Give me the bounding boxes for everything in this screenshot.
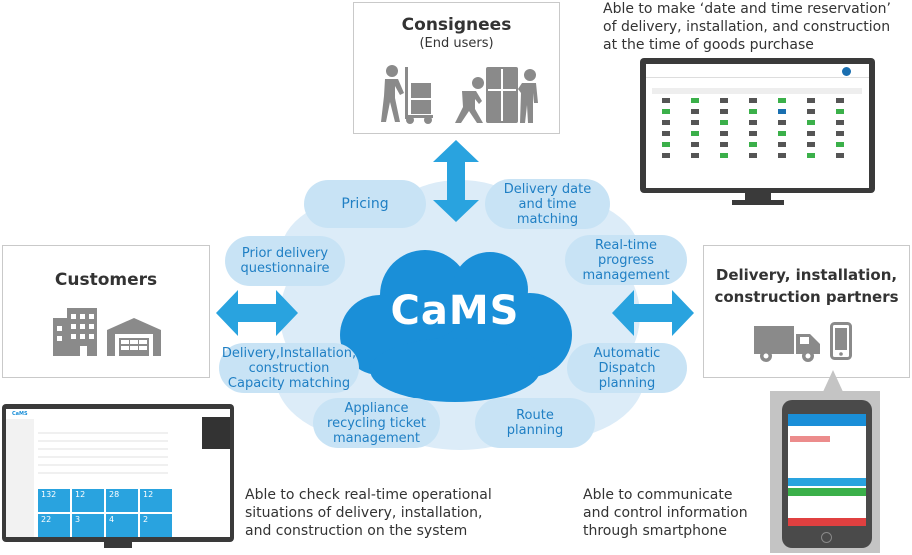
- calendar-slot: [749, 153, 757, 158]
- calendar-slot: [720, 109, 728, 114]
- warehouse-icon: [107, 318, 161, 356]
- function-automatic-dispatch: Automatic Dispatch planning: [567, 343, 687, 393]
- calendar-slot: [836, 131, 844, 136]
- calendar-slot: [807, 131, 815, 136]
- customers-box: Customers: [2, 245, 210, 378]
- function-delivery-date-matching: Delivery date and time matching: [485, 179, 610, 229]
- smartphone-icon: [830, 322, 852, 360]
- calendar-slot: [691, 109, 699, 114]
- calendar-slot: [662, 142, 670, 147]
- calendar-slot: [778, 98, 786, 103]
- function-route-planning: Route planning: [475, 398, 595, 448]
- calendar-slot: [720, 131, 728, 136]
- calendar-slot: [836, 120, 844, 125]
- customers-arrow: [216, 290, 298, 336]
- partners-title: Delivery, installation, construction par…: [714, 266, 899, 306]
- calendar-slot: [720, 98, 728, 103]
- calendar-slot: [720, 153, 728, 158]
- calendar-slot: [807, 120, 815, 125]
- consignees-arrow: [433, 140, 479, 222]
- truck-icon: [754, 326, 820, 362]
- calendar-slot: [749, 98, 757, 103]
- calendar-slot: [691, 120, 699, 125]
- dashboard-screen: CaMS 132 12 28 12 22 3 4 2: [6, 409, 230, 537]
- function-prior-delivery-questionnaire: Prior delivery questionnaire: [225, 236, 345, 286]
- calendar-slot: [778, 120, 786, 125]
- calendar-slot: [662, 131, 670, 136]
- function-realtime-progress: Real-time progress management: [565, 235, 687, 285]
- cams-cloud: [340, 250, 572, 402]
- calendar-slot: [778, 109, 786, 114]
- calendar-slot: [720, 142, 728, 147]
- dashboard-logo: CaMS: [12, 411, 28, 417]
- calendar-slot: [807, 142, 815, 147]
- smartphone-screen: [788, 414, 866, 526]
- caption-operational: Able to check real-time operational situ…: [245, 487, 492, 539]
- consignees-box: Consignees (End users): [353, 2, 560, 134]
- calendar-slot: [691, 153, 699, 158]
- status-tile[interactable]: 2: [140, 514, 172, 537]
- calendar-slot: [749, 120, 757, 125]
- consignees-subtitle: (End users): [419, 36, 494, 51]
- calendar-slot: [778, 153, 786, 158]
- calendar-slot: [807, 109, 815, 114]
- function-capacity-matching: Delivery,Installation, construction Capa…: [219, 343, 359, 393]
- dashboard-tiles: 132 12 28 12 22 3 4 2: [38, 489, 172, 537]
- calendar-slot: [691, 98, 699, 103]
- status-tile[interactable]: 12: [140, 489, 172, 512]
- calendar-slot: [807, 98, 815, 103]
- dashboard-tables: [38, 432, 168, 474]
- calendar-slot: [720, 120, 728, 125]
- calendar-grid: [652, 88, 862, 158]
- calendar-slot: [662, 153, 670, 158]
- calendar-slot: [662, 98, 670, 103]
- calendar-slot: [749, 131, 757, 136]
- calendar-slot: [836, 98, 844, 103]
- status-tile[interactable]: 12: [72, 489, 104, 512]
- smartphone-device: [782, 400, 872, 548]
- calendar-slot: [662, 120, 670, 125]
- building-icon: [53, 308, 97, 356]
- status-tile[interactable]: 22: [38, 514, 70, 537]
- calendar-slot: [691, 131, 699, 136]
- dashboard-monitor: CaMS 132 12 28 12 22 3 4 2: [2, 404, 234, 548]
- partners-box: Delivery, installation, construction par…: [703, 245, 910, 378]
- calendar-slot: [662, 109, 670, 114]
- calendar-slot: [691, 142, 699, 147]
- calendar-slot: [778, 142, 786, 147]
- calendar-slot: [778, 131, 786, 136]
- calendar-slot: [749, 142, 757, 147]
- function-recycling-ticket: Appliance recycling ticket management: [313, 398, 440, 448]
- calendar-slot: [836, 109, 844, 114]
- customers-title: Customers: [54, 270, 158, 290]
- status-tile[interactable]: 3: [72, 514, 104, 537]
- reservation-screen: [646, 64, 869, 188]
- caption-reservation: Able to make ‘date and time reservation’…: [603, 1, 892, 53]
- partners-arrow: [612, 290, 694, 336]
- consignees-title: Consignees: [401, 15, 512, 35]
- calendar-slot: [749, 109, 757, 114]
- cams-label: CaMS: [390, 288, 520, 334]
- status-tile[interactable]: 132: [38, 489, 70, 512]
- status-tile[interactable]: 28: [106, 489, 138, 512]
- home-button[interactable]: [821, 532, 832, 543]
- caption-smartphone: Able to communicate and control informat…: [583, 487, 748, 539]
- calendar-slot: [836, 153, 844, 158]
- calendar-slot: [836, 142, 844, 147]
- callout-pointer: [822, 370, 844, 394]
- reservation-monitor: [640, 58, 875, 205]
- delivery-workers-icon: [381, 65, 538, 124]
- function-pricing: Pricing: [304, 180, 426, 228]
- calendar-slot: [807, 153, 815, 158]
- status-tile[interactable]: 4: [106, 514, 138, 537]
